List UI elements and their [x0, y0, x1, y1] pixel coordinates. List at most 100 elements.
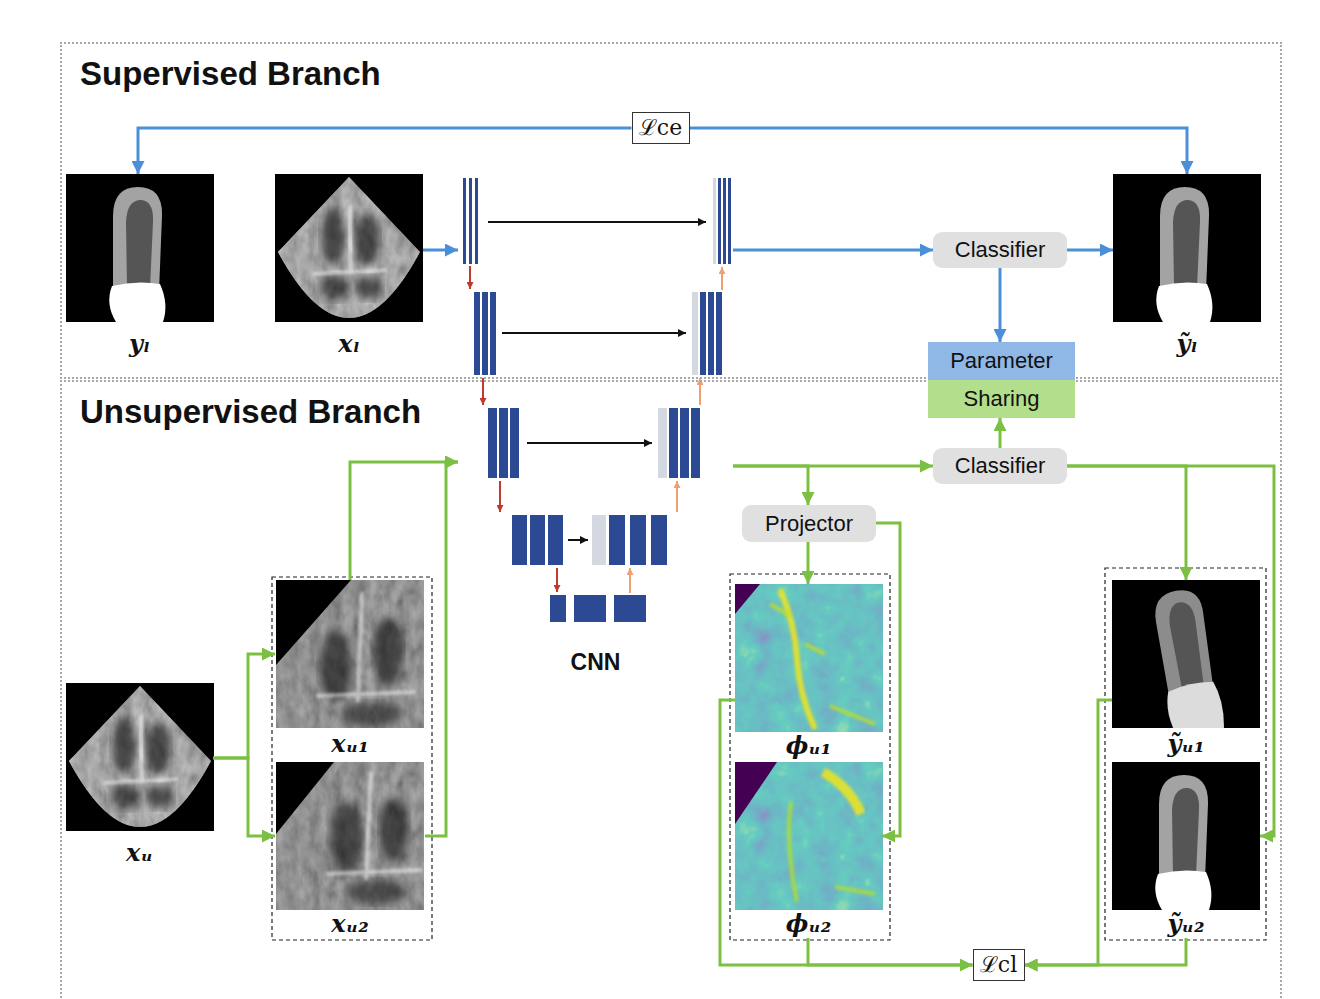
unet-drawing: [630, 267, 722, 593]
loss-symbol: ℒce: [639, 115, 682, 141]
unet-drawing: [463, 178, 731, 622]
flow-arrow: [720, 700, 973, 965]
unet-drawing: [469, 178, 472, 264]
loss-box: ℒce: [632, 112, 690, 144]
flow-arrow: [1025, 700, 1113, 965]
unet-drawing: [592, 178, 716, 565]
group-bracket: [730, 574, 890, 940]
image-caption: ỹᵤ₁: [1168, 730, 1205, 758]
image-caption: xᵤ₁: [331, 730, 368, 758]
branch-panel: ClassifierProjector xᵤ xᵤ₁ xᵤ₂ ϕᵤ₁ ỹᵤ₁ ϕᵤ₂ ỹᵤ₂ ℒ…: [60, 380, 1282, 999]
unet-drawing: [692, 292, 698, 375]
unet-drawing: [474, 292, 480, 375]
echo-image: xₗ: [275, 174, 423, 358]
unet-drawing: [469, 266, 471, 289]
branch-title: Unsupervised Branch: [80, 392, 421, 432]
flow-arrow: [138, 128, 632, 174]
box-label: Classifier: [955, 453, 1045, 479]
prediction-map: [1113, 174, 1261, 322]
group-bracket: [272, 577, 432, 940]
echo-image: [66, 683, 214, 831]
feature-map: [735, 584, 883, 732]
classifier-box: Classifier: [933, 448, 1067, 484]
unet-drawing: [490, 292, 496, 375]
augmented-view: xᵤ₂: [275, 762, 425, 938]
unet-drawing: [592, 515, 606, 565]
flow-arrow: [808, 938, 973, 965]
unet-drawing: [721, 267, 723, 290]
label-map: yₗ: [66, 174, 213, 358]
image-caption: ϕᵤ₂: [786, 910, 832, 938]
prediction-map: ỹᵤ₁: [1112, 580, 1260, 758]
unet-drawing: [463, 178, 466, 264]
unet-drawing: [499, 408, 508, 478]
flow-arrow: [876, 523, 900, 836]
flow-arrow: [1067, 466, 1186, 580]
unet-drawing: [527, 442, 652, 444]
box-label: Parameter: [928, 342, 1075, 380]
loss-symbol: ℒcl: [980, 952, 1017, 978]
augmented-view: [276, 580, 424, 728]
flow-arrow: [1067, 249, 1113, 252]
unet-drawing: [723, 178, 726, 264]
unet-drawing: [482, 292, 488, 375]
group-bracket: [272, 568, 1266, 940]
group-bracket: [1105, 568, 1266, 940]
projector-box: Projector: [742, 505, 876, 542]
image-caption: xᵤ₂: [331, 910, 368, 938]
unet-drawing: [699, 378, 701, 405]
unet-drawing: [510, 408, 519, 478]
unet-drawing: [680, 408, 689, 478]
unet-drawing: [488, 408, 497, 478]
unet-drawing: [463, 178, 731, 622]
sharing-box: ParameterSharing: [928, 342, 1075, 418]
feature-map: ϕᵤ₂: [735, 762, 882, 938]
unet-drawing: [609, 515, 625, 565]
unet-drawing: [713, 178, 716, 264]
unet-drawing: [629, 568, 631, 593]
prediction-map: ỹᵤ₂: [1112, 762, 1260, 938]
unet-drawing: [614, 595, 646, 622]
unet-drawing: [691, 408, 700, 478]
augmented-view: xᵤ₁: [275, 580, 425, 758]
unet-drawing: [470, 266, 557, 592]
feature-map: [735, 762, 883, 910]
flow-arrow: [733, 249, 933, 252]
image-caption: xᵤ: [126, 839, 153, 867]
image-caption: xₗ: [338, 330, 359, 358]
unet-drawing: [728, 178, 731, 264]
image-caption: ỹₗ: [1177, 330, 1198, 358]
unet-drawing: [568, 539, 588, 541]
prediction-map: [1112, 580, 1260, 740]
flow-arrow: [999, 268, 1002, 342]
unet-drawing: [556, 568, 558, 592]
feature-map: ϕᵤ₁: [735, 584, 882, 760]
unet-drawing: [475, 178, 478, 264]
flow-arrow: [425, 462, 458, 836]
classifier-box: Classifier: [933, 232, 1067, 268]
unet-drawing: [716, 292, 722, 375]
unet-drawing: [482, 378, 484, 405]
unet-drawing: [499, 481, 501, 512]
echo-image: xᵤ: [66, 683, 213, 867]
echo-image: [275, 174, 423, 322]
image-thumbnails: [66, 174, 1261, 910]
unet-drawing: [502, 332, 686, 334]
image-caption: yₗ: [129, 330, 150, 358]
box-label: Sharing: [928, 380, 1075, 418]
unet-drawing: [512, 515, 527, 565]
unet-drawing: [676, 481, 678, 512]
unet-drawing: [488, 221, 706, 223]
branch-title: Supervised Branch: [80, 54, 381, 94]
flow-arrow: [733, 466, 808, 505]
augmented-view: [276, 762, 424, 910]
image-caption: ϕᵤ₁: [786, 732, 832, 760]
unet-drawing: [658, 408, 667, 478]
image-caption: ỹᵤ₂: [1168, 910, 1205, 938]
loss-box: ℒcl: [973, 949, 1025, 981]
unet-drawing: [718, 178, 721, 264]
prediction-map: [1112, 762, 1260, 910]
